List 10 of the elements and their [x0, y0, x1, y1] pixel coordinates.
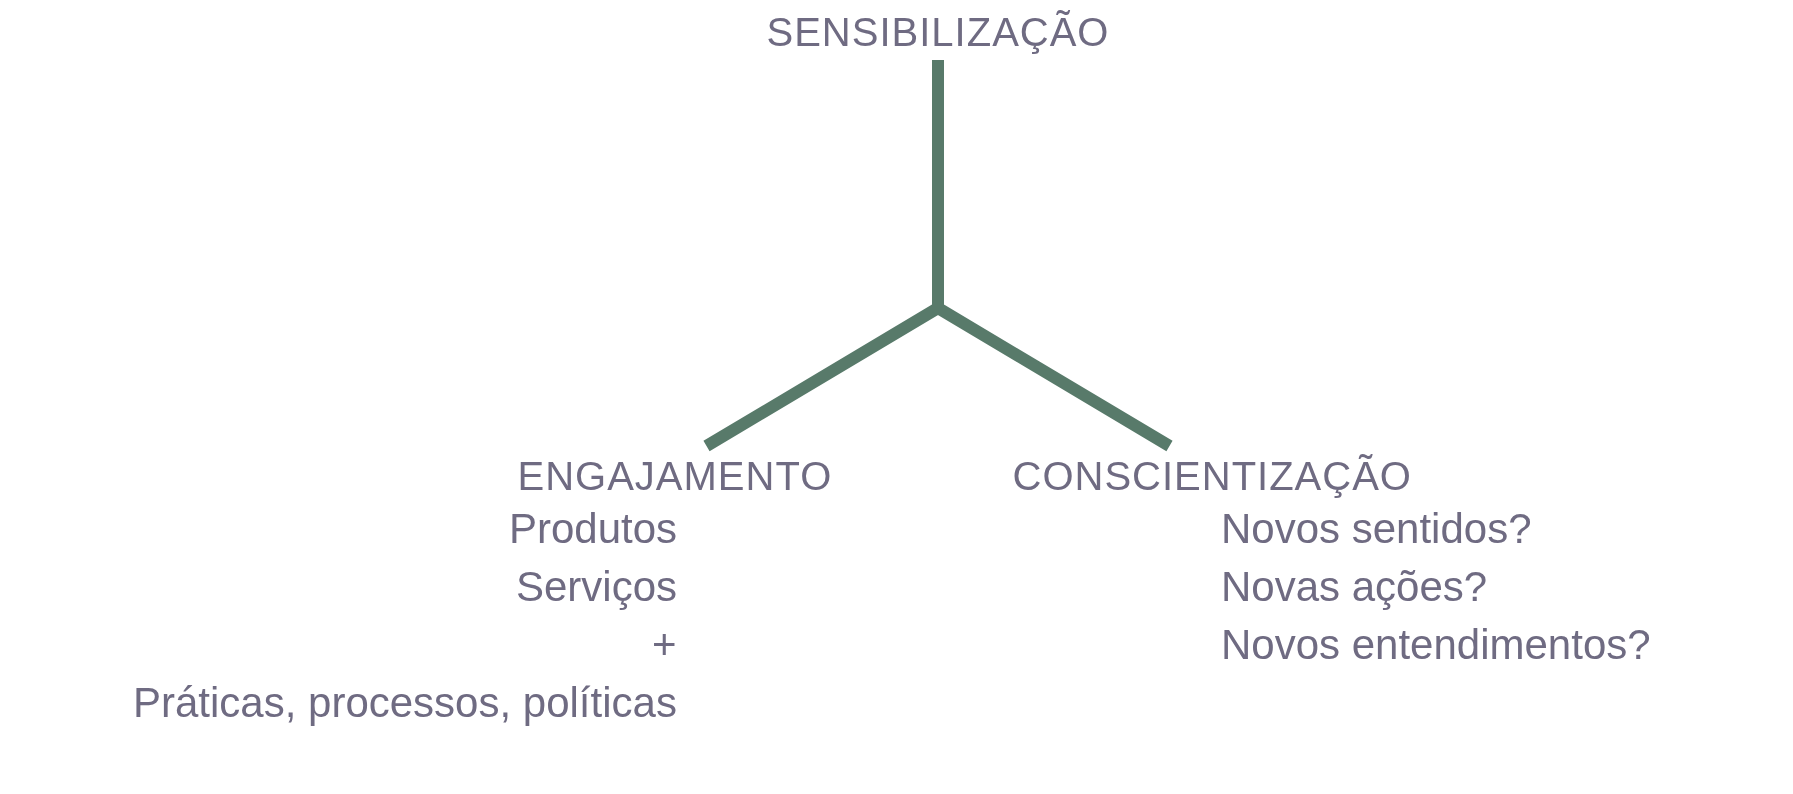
node-label: SENSIBILIZAÇÃO: [766, 8, 1110, 56]
list-item: Práticas, processos, políticas: [133, 678, 677, 728]
list-item: +: [652, 620, 677, 670]
node-label: ENGAJAMENTO: [517, 452, 833, 500]
node-label: CONSCIENTIZAÇÃO: [1012, 452, 1412, 500]
list-item: Novos entendimentos?: [1221, 620, 1651, 670]
list-item: Novos sentidos?: [1221, 504, 1532, 554]
list-item: Produtos: [509, 504, 678, 554]
list-item: Serviços: [516, 562, 678, 612]
list-item: Novas ações?: [1221, 562, 1488, 612]
